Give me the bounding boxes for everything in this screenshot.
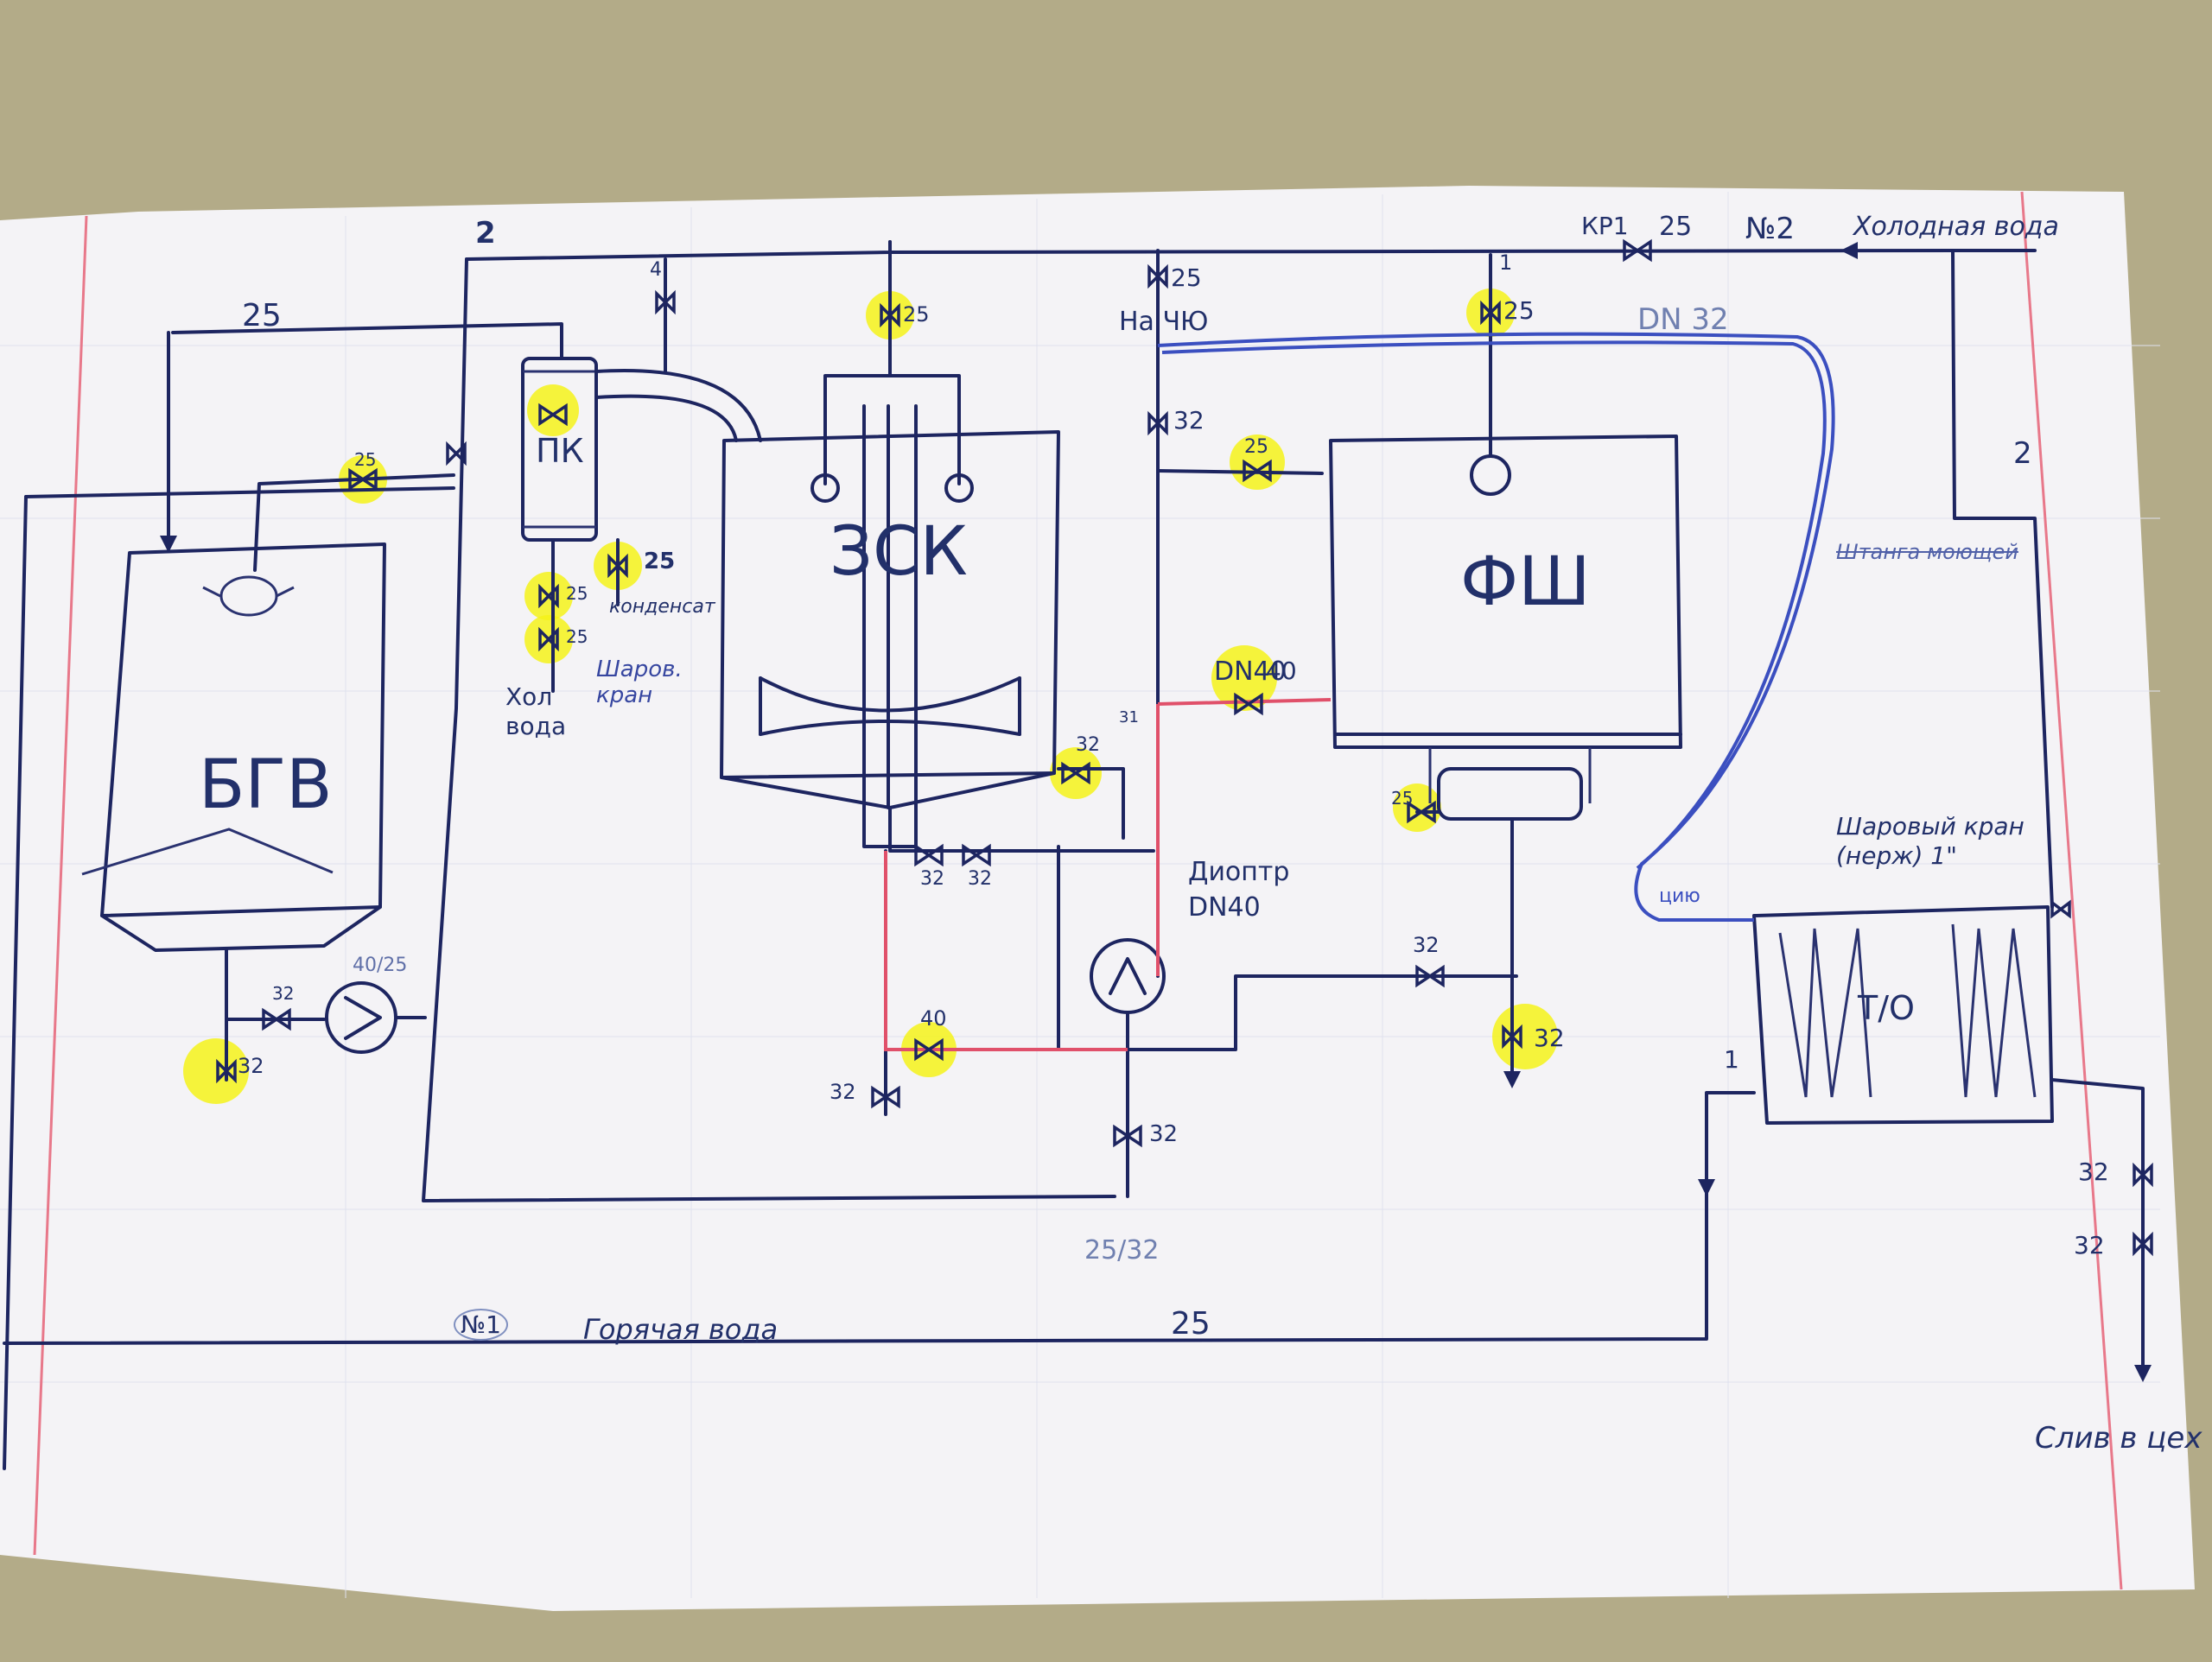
dn32-label: DN 32 [1637, 302, 1729, 337]
valve-size-label: 25 [566, 583, 588, 604]
ball-valve-pk-label: Шаров. кран [596, 657, 683, 708]
to-cip-label: На ЧЮ [1119, 307, 1209, 337]
valve-size-label: 32 [968, 868, 992, 890]
valve-size-label: 25 [566, 626, 588, 647]
valve-size-label: 32 [1173, 406, 1205, 435]
pipework [3, 240, 2145, 1470]
cold-water-pk-label: Хол вода [505, 682, 567, 740]
valve-highlights [183, 289, 1558, 1104]
to-heat-exchanger [1752, 905, 2054, 1125]
valve-size-label: 32 [1413, 933, 1440, 957]
valve-size-label: 32 [1149, 1121, 1179, 1147]
valve-symbols [216, 238, 2153, 1257]
valve-size-label: 32 [920, 868, 944, 890]
valve-size-label: 32 [238, 1054, 264, 1078]
valve-size-label: 25 [644, 549, 676, 574]
to-label: Т/О [1857, 989, 1915, 1027]
valve-size-label: 25 [1244, 436, 1268, 458]
valve-size-label: 25 [1659, 212, 1693, 242]
line-no1-label: №1 [454, 1309, 508, 1341]
blue-cip-line-2 [1161, 340, 1827, 870]
line-2-right-label: 2 [2013, 436, 2032, 471]
valve-size-label: 25 [1391, 788, 1414, 809]
sight-glass-label: Диоптр DN40 [1188, 857, 1290, 923]
struck-out-note: Штанга моющей [1836, 540, 2018, 564]
line-1-right-label: 1 [1724, 1045, 1739, 1074]
size-label: 25 [1171, 1306, 1211, 1342]
hot-water-label: Горячая вода [583, 1313, 779, 1346]
pk-column [521, 357, 598, 542]
valve-size-label: 40 [920, 1006, 947, 1031]
valve-size-label: 32 [2074, 1231, 2105, 1259]
bgv-tank [81, 542, 386, 952]
margin-line-right [2020, 191, 2123, 1590]
valve-size-label: 32 [272, 983, 295, 1004]
paper-sheet [0, 186, 2195, 1611]
condensate-label: конденсат [609, 596, 715, 618]
cold-water-label: Холодная вода [1853, 212, 2059, 242]
line-1-top-label: 1 [1499, 251, 1513, 275]
grid-lines [0, 192, 2160, 1598]
pump-note: 40/25 [353, 955, 408, 976]
valve-size-label: 32 [1076, 734, 1100, 756]
dn40-label: DN40 [1214, 657, 1287, 687]
flow-arrows [160, 242, 2152, 1382]
red-line-loop [884, 851, 1128, 1051]
margin-line-left [33, 215, 88, 1556]
valve-size-label: 32 [2078, 1158, 2109, 1186]
valve-size-label: 40 [1266, 657, 1297, 685]
ball-valve-note: Шаровый кран (нерж) 1" [1836, 812, 2024, 870]
fsh-tank [1329, 253, 1682, 821]
valve-size-label: 32 [830, 1080, 856, 1104]
drain-label: Слив в цех [2035, 1421, 2202, 1456]
zsk-label: ЗСК [830, 513, 968, 591]
valve-size-label: 25 [903, 302, 930, 327]
fsh-label: ФШ [1460, 543, 1591, 621]
line-no2-label: №2 [1745, 212, 1795, 246]
size-label: 25 [242, 298, 282, 333]
valve-size-label: 25 [1171, 263, 1202, 292]
pk-label: ПК [536, 432, 584, 470]
valve-size-label: 25 [354, 449, 377, 470]
line-2-top-label: 2 [475, 216, 496, 251]
valve-size-label: 31 [1119, 708, 1139, 726]
line-4-label: 4 [650, 259, 662, 281]
valve-size-label: 32 [1534, 1024, 1565, 1052]
kr1-label: КР1 [1581, 212, 1629, 240]
cip-label: цию [1659, 885, 1700, 907]
bgv-label: БГВ [199, 746, 333, 824]
bottom-pipe-note: 25/32 [1084, 1235, 1160, 1266]
valve-size-label: 25 [1503, 296, 1535, 325]
